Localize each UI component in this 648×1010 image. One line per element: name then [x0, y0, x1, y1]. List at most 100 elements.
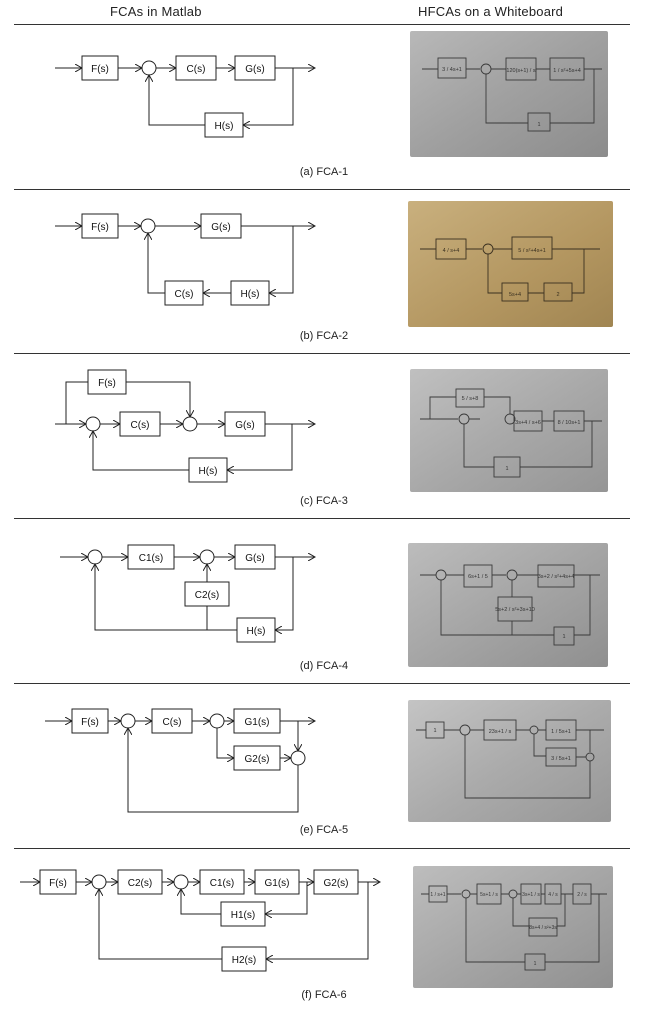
- right-column-heading: HFCAs on a Whiteboard: [418, 4, 563, 19]
- summing-junction: [174, 875, 188, 889]
- svg-text:5s+2 / s²+3s+10: 5s+2 / s²+3s+10: [495, 607, 535, 613]
- summing-junction: [92, 875, 106, 889]
- block-g: G(s): [235, 56, 275, 80]
- block-f: F(s): [82, 56, 118, 80]
- svg-text:C(s): C(s): [187, 64, 206, 75]
- svg-text:1: 1: [433, 728, 436, 734]
- block-h1: H1(s): [221, 902, 265, 926]
- svg-text:C(s): C(s): [163, 717, 182, 728]
- block-c2: C2(s): [118, 870, 162, 894]
- svg-text:5s+1 / s: 5s+1 / s: [480, 892, 498, 898]
- svg-text:5 / s+8: 5 / s+8: [462, 396, 479, 402]
- svg-text:G(s): G(s): [235, 420, 254, 431]
- block-c: C(s): [120, 412, 160, 436]
- svg-text:H(s): H(s): [199, 466, 218, 477]
- svg-text:6s+1 / 5: 6s+1 / 5: [468, 574, 488, 580]
- svg-text:C(s): C(s): [131, 420, 150, 431]
- block-f: F(s): [72, 709, 108, 733]
- svg-text:1: 1: [537, 122, 540, 128]
- svg-text:4 / s+4: 4 / s+4: [443, 248, 460, 254]
- block-h: H(s): [189, 458, 227, 482]
- block-g2: G2(s): [234, 746, 280, 770]
- summing-junction: [141, 219, 155, 233]
- svg-text:C1(s): C1(s): [210, 878, 234, 889]
- svg-text:G2(s): G2(s): [324, 878, 349, 889]
- svg-text:G(s): G(s): [211, 222, 230, 233]
- svg-text:G2(s): G2(s): [245, 754, 270, 765]
- svg-text:3 / 4s+1: 3 / 4s+1: [442, 67, 462, 73]
- block-g: G(s): [225, 412, 265, 436]
- svg-text:1 / 5s+1: 1 / 5s+1: [551, 729, 571, 735]
- svg-text:8s+4 / s²+3s: 8s+4 / s²+3s: [529, 925, 557, 931]
- svg-text:3s+1 / s: 3s+1 / s: [522, 892, 540, 898]
- block-h: H(s): [237, 618, 275, 642]
- svg-text:F(s): F(s): [81, 717, 99, 728]
- summing-junction: [121, 714, 135, 728]
- svg-text:1: 1: [562, 634, 565, 640]
- whiteboard-photo-fca-6: 1 / s+1 5s+1 / s 3s+1 / s 4 / s 2 / s 8s…: [413, 866, 613, 988]
- whiteboard-photo-fca-4: 6s+1 / 5 3s+2 / s²+4s+4 5s+2 / s²+3s+10 …: [408, 543, 608, 667]
- svg-text:1: 1: [505, 466, 508, 472]
- svg-text:G1(s): G1(s): [245, 717, 270, 728]
- whiteboard-photo-fca-3: 5 / s+8 3s+4 / s+6 8 / 10s+1 1: [410, 369, 608, 492]
- block-f: F(s): [82, 214, 118, 238]
- svg-text:H(s): H(s): [241, 289, 260, 300]
- svg-text:1: 1: [534, 961, 537, 967]
- block-h: H(s): [205, 113, 243, 137]
- svg-text:F(s): F(s): [91, 64, 109, 75]
- summing-junction: [88, 550, 102, 564]
- caption-fca-6: (f) FCA-6: [0, 989, 648, 1001]
- block-f: F(s): [40, 870, 76, 894]
- svg-text:120(s+1) / s: 120(s+1) / s: [506, 68, 535, 74]
- svg-text:3 / 5s+1: 3 / 5s+1: [551, 756, 571, 762]
- caption-fca-5: (e) FCA-5: [0, 824, 648, 836]
- summing-junction: [142, 61, 156, 75]
- svg-text:3s+2 / s²+4s+4: 3s+2 / s²+4s+4: [538, 574, 575, 580]
- block-h2: H2(s): [222, 947, 266, 971]
- svg-text:5s+4: 5s+4: [509, 292, 521, 298]
- summing-junction: [210, 714, 224, 728]
- block-c: C(s): [165, 281, 203, 305]
- summing-junction: [86, 417, 100, 431]
- whiteboard-photo-fca-5: 1 23s+1 / s 1 / 5s+1 3 / 5s+1: [408, 700, 611, 822]
- block-c: C(s): [176, 56, 216, 80]
- summing-junction: [183, 417, 197, 431]
- whiteboard-photo-fca-1: 3 / 4s+1 120(s+1) / s 1 / s²+5s+4 1: [410, 31, 608, 157]
- svg-text:5 / s²+4s+1: 5 / s²+4s+1: [518, 248, 546, 254]
- caption-fca-2: (b) FCA-2: [0, 330, 648, 342]
- svg-text:F(s): F(s): [91, 222, 109, 233]
- block-c: C(s): [152, 709, 192, 733]
- summing-junction: [291, 751, 305, 765]
- block-c2: C2(s): [185, 582, 229, 606]
- block-f: F(s): [88, 370, 126, 394]
- block-c1: C1(s): [200, 870, 244, 894]
- svg-text:C1(s): C1(s): [139, 553, 163, 564]
- svg-text:C2(s): C2(s): [195, 590, 219, 601]
- svg-text:C(s): C(s): [175, 289, 194, 300]
- summing-junction: [200, 550, 214, 564]
- block-g: G(s): [201, 214, 241, 238]
- svg-text:F(s): F(s): [49, 878, 67, 889]
- svg-text:G(s): G(s): [245, 64, 264, 75]
- svg-text:2 / s: 2 / s: [577, 892, 587, 898]
- svg-text:4 / s: 4 / s: [548, 892, 558, 898]
- caption-fca-4: (d) FCA-4: [0, 660, 648, 672]
- svg-text:1 / s²+5s+4: 1 / s²+5s+4: [553, 68, 581, 74]
- svg-text:1 / s+1: 1 / s+1: [430, 892, 445, 898]
- whiteboard-photo-fca-2: 4 / s+4 5 / s²+4s+1 5s+4 2: [408, 201, 613, 327]
- caption-fca-1: (a) FCA-1: [0, 166, 648, 178]
- svg-text:3s+4 / s+6: 3s+4 / s+6: [515, 420, 541, 426]
- svg-text:H(s): H(s): [247, 626, 266, 637]
- block-g1: G1(s): [234, 709, 280, 733]
- svg-text:8 / 10s+1: 8 / 10s+1: [558, 420, 581, 426]
- caption-fca-3: (c) FCA-3: [0, 495, 648, 507]
- svg-text:2: 2: [556, 292, 559, 298]
- svg-text:G(s): G(s): [245, 553, 264, 564]
- block-g1: G1(s): [255, 870, 299, 894]
- svg-text:H(s): H(s): [215, 121, 234, 132]
- block-h: H(s): [231, 281, 269, 305]
- block-g2: G2(s): [314, 870, 358, 894]
- svg-text:G1(s): G1(s): [265, 878, 290, 889]
- svg-text:C2(s): C2(s): [128, 878, 152, 889]
- block-c1: C1(s): [128, 545, 174, 569]
